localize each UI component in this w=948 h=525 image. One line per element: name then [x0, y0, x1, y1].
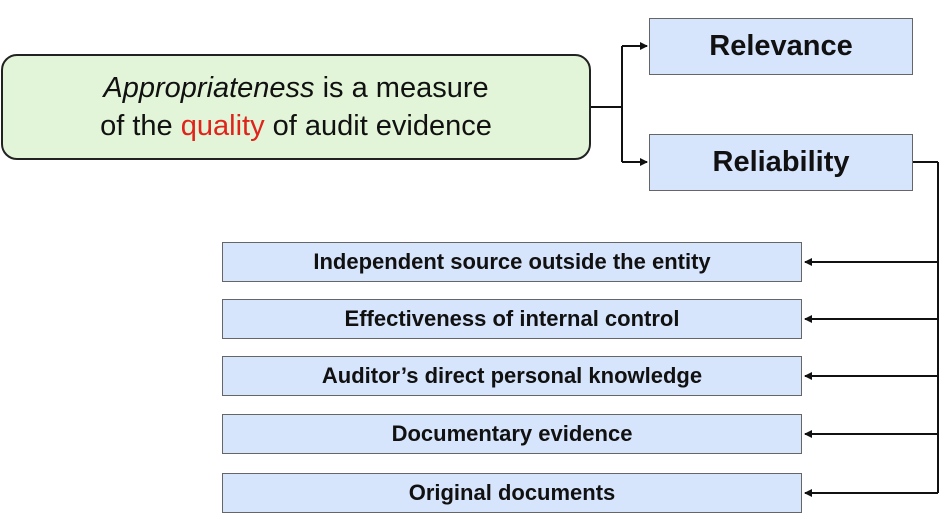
relevance-box: Relevance — [649, 18, 913, 75]
term-appropriateness: Appropriateness — [103, 72, 315, 104]
reliability-factor-box: Original documents — [222, 473, 802, 513]
statement-line-1: Appropriateness is a measure — [100, 69, 492, 107]
reliability-factor-label: Documentary evidence — [391, 421, 633, 446]
relevance-label: Relevance — [709, 30, 853, 62]
reliability-factor-box: Independent source outside the entity — [222, 242, 802, 282]
reliability-factor-label: Auditor’s direct personal knowledge — [321, 363, 703, 388]
statement-line-2: of the quality of audit evidence — [100, 107, 492, 145]
term-quality: quality — [180, 110, 265, 142]
reliability-factor-label: Original documents — [408, 480, 616, 505]
statement-text-a: is a measure — [314, 72, 489, 104]
reliability-label: Reliability — [712, 146, 850, 178]
reliability-factor-box: Effectiveness of internal control — [222, 299, 802, 339]
statement-text-b: of the — [100, 110, 181, 142]
reliability-factor-box: Documentary evidence — [222, 414, 802, 454]
reliability-factor-box: Auditor’s direct personal knowledge — [222, 356, 802, 396]
reliability-box: Reliability — [649, 134, 913, 191]
reliability-factor-label: Effectiveness of internal control — [344, 306, 680, 331]
appropriateness-statement: Appropriateness is a measure of the qual… — [100, 69, 492, 145]
statement-text-c: of audit evidence — [264, 110, 492, 142]
reliability-factor-label: Independent source outside the entity — [313, 249, 711, 274]
appropriateness-statement-box: Appropriateness is a measure of the qual… — [1, 54, 591, 160]
